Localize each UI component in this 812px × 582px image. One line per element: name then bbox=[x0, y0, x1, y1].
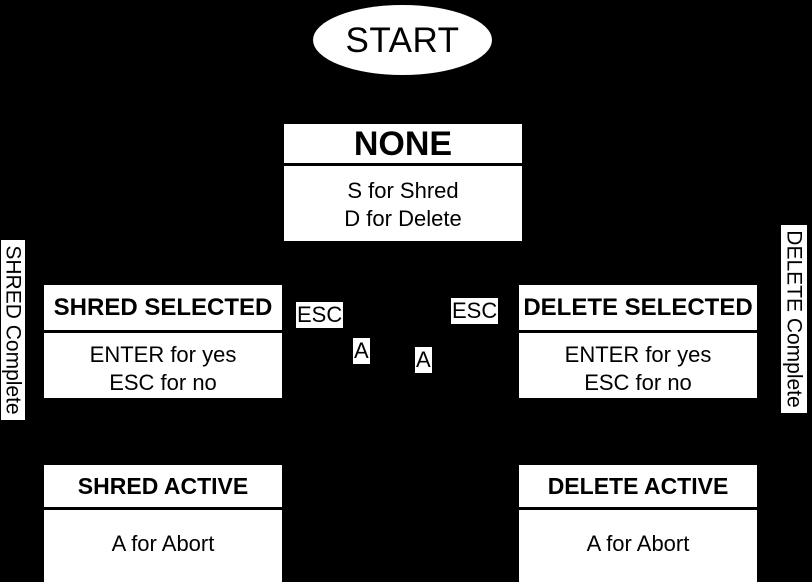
edge-label-shred-complete-text: SHRED Complete bbox=[2, 245, 26, 415]
state-none-line-1: S for Shred bbox=[347, 178, 459, 203]
state-delete-selected-title-area: DELETE SELECTED bbox=[519, 285, 757, 330]
state-shred-selected-divider bbox=[44, 330, 282, 333]
state-delete-selected-divider bbox=[519, 330, 757, 333]
state-delete-active-body: A for Abort bbox=[519, 510, 757, 582]
state-shred-selected-line-1: ENTER for yes bbox=[89, 342, 237, 367]
state-none-line-2: D for Delete bbox=[344, 206, 462, 231]
state-none-title: NONE bbox=[353, 124, 453, 163]
state-shred-active-line-1: A for Abort bbox=[111, 531, 215, 556]
state-delete-active-title: DELETE ACTIVE bbox=[547, 472, 729, 499]
state-shred-active-title: SHRED ACTIVE bbox=[77, 472, 249, 499]
state-delete-selected-body: ENTER for yes ESC for no bbox=[519, 333, 757, 398]
state-delete-active-title-area: DELETE ACTIVE bbox=[519, 465, 757, 507]
state-node-none[interactable]: NONE S for Shred D for Delete bbox=[284, 124, 522, 241]
state-delete-active-line-1: A for Abort bbox=[586, 531, 690, 556]
state-none-body: S for Shred D for Delete bbox=[284, 166, 522, 241]
state-delete-selected-line-1: ENTER for yes bbox=[564, 342, 712, 367]
state-shred-active-title-area: SHRED ACTIVE bbox=[44, 465, 282, 507]
edge-label-shred-abort: A bbox=[353, 338, 370, 364]
state-shred-active-body: A for Abort bbox=[44, 510, 282, 582]
edge-label-delete-complete: DELETE Complete bbox=[781, 225, 807, 413]
state-delete-selected-line-2: ESC for no bbox=[584, 370, 692, 395]
state-node-delete-selected[interactable]: DELETE SELECTED ENTER for yes ESC for no bbox=[519, 285, 757, 398]
state-shred-active-divider bbox=[44, 507, 282, 510]
edge-label-delete-esc: ESC bbox=[451, 298, 499, 324]
state-shred-selected-title: SHRED SELECTED bbox=[53, 293, 273, 321]
edge-label-delete-abort: A bbox=[415, 347, 432, 373]
state-shred-selected-title-area: SHRED SELECTED bbox=[44, 285, 282, 330]
state-shred-selected-line-2: ESC for no bbox=[109, 370, 217, 395]
state-shred-selected-body: ENTER for yes ESC for no bbox=[44, 333, 282, 398]
start-node-label: START bbox=[345, 20, 460, 60]
state-node-delete-active[interactable]: DELETE ACTIVE A for Abort bbox=[519, 465, 757, 582]
state-none-divider bbox=[284, 163, 522, 166]
state-node-shred-selected[interactable]: SHRED SELECTED ENTER for yes ESC for no bbox=[44, 285, 282, 398]
state-none-title-area: NONE bbox=[284, 124, 522, 163]
edge-label-delete-complete-text: DELETE Complete bbox=[783, 230, 806, 408]
edge-label-shred-esc: ESC bbox=[296, 302, 344, 328]
edge-label-shred-complete: SHRED Complete bbox=[1, 240, 25, 420]
start-node[interactable]: START bbox=[313, 5, 492, 75]
state-node-shred-active[interactable]: SHRED ACTIVE A for Abort bbox=[44, 465, 282, 582]
state-delete-selected-title: DELETE SELECTED bbox=[523, 293, 753, 321]
state-delete-active-divider bbox=[519, 507, 757, 510]
